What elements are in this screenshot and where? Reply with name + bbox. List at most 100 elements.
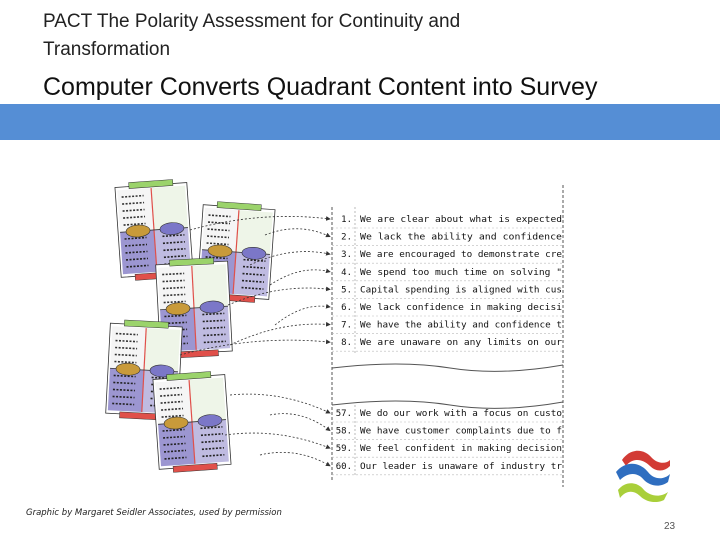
connector-arrows — [179, 216, 331, 467]
connector-arrow — [227, 286, 331, 306]
connector-arrow — [229, 393, 331, 414]
survey-item-number: 5. — [341, 285, 352, 295]
quadrant-upper-left — [110, 326, 147, 371]
survey-item-number: 58. — [336, 427, 352, 437]
connector-arrow — [274, 303, 331, 326]
quadrant-text-line — [242, 265, 266, 269]
quadrant-text-line — [200, 433, 223, 437]
quadrant-text-line — [115, 332, 138, 336]
card-top-label — [169, 257, 214, 267]
survey-row: 8. We are unaware on any limits on our — [332, 338, 563, 352]
survey-item-number: 8. — [341, 338, 352, 348]
survey-item-number: 7. — [341, 321, 352, 331]
quadrant-text-line — [112, 395, 135, 399]
quadrant-text-line — [200, 426, 223, 430]
quadrant-text-line — [112, 388, 135, 392]
survey-item-text: We have the ability and confidence t — [360, 321, 562, 331]
quadrant-lower-left — [107, 368, 144, 412]
connector-arrow — [269, 268, 331, 286]
quadrant-text-line — [203, 333, 226, 337]
quadrant-text-line — [123, 215, 146, 219]
connector-arrow — [179, 339, 331, 356]
pole-oval-right — [159, 222, 185, 236]
quadrant-upper-right — [191, 264, 228, 308]
survey-item-number: 2. — [341, 233, 352, 243]
survey-row: 57.We do our work with a focus on custo — [332, 409, 563, 423]
pole-oval-left — [125, 224, 151, 238]
survey-item-number: 57. — [336, 409, 352, 419]
logo-green-wave — [618, 483, 668, 502]
polarity-map-card — [155, 257, 233, 359]
quadrant-text-line — [122, 201, 145, 205]
survey-item-text: We lack confidence in making decisi — [360, 303, 562, 313]
quadrant-upper-left — [202, 207, 239, 253]
quadrant-text-line — [124, 243, 148, 247]
quadrant-text-line — [163, 442, 186, 446]
quadrant-text-line — [208, 214, 231, 218]
pole-oval-left — [163, 416, 189, 430]
survey-row: 4.We spend too much time on solving " — [332, 268, 563, 282]
quadrant-text-line — [161, 414, 184, 418]
survey-item-number: 60. — [336, 462, 352, 472]
quadrant-text-line — [241, 286, 264, 290]
quadrant-upper-right — [189, 377, 226, 422]
quadrant-text-line — [114, 353, 137, 357]
quadrant-text-line — [161, 407, 184, 411]
quadrant-upper-left — [157, 266, 194, 310]
connector-arrow — [229, 321, 331, 346]
quadrant-upper-right — [235, 210, 273, 255]
survey-item-number: 3. — [341, 250, 352, 260]
connector-arrow — [269, 413, 331, 432]
quadrant-text-line — [113, 381, 136, 385]
company-logo — [616, 450, 670, 502]
header-line-2: Transformation — [43, 39, 171, 60]
quadrant-text-line — [206, 235, 230, 239]
quadrant-text-line — [202, 319, 225, 323]
quadrant-text-line — [160, 400, 183, 404]
page-number: 23 — [664, 521, 676, 532]
quadrant-text-line — [163, 300, 186, 304]
quadrant-text-line — [163, 293, 186, 297]
connector-arrow — [189, 216, 331, 231]
quadrant-text-line — [124, 236, 147, 240]
quadrant-text-line — [115, 339, 138, 343]
quadrant-text-line — [241, 279, 265, 283]
survey-row: 59.We feel confident in making decision — [332, 444, 563, 458]
quadrant-lower-left — [120, 229, 157, 275]
quadrant-text-line — [112, 402, 135, 406]
survey-row: 5.Capital spending is aligned with cus — [332, 285, 563, 299]
connector-arrow — [249, 250, 331, 266]
quadrant-text-line — [164, 314, 187, 318]
polarity-map-card — [114, 179, 194, 281]
quadrant-text-line — [162, 241, 185, 245]
survey-item-text: We feel confident in making decision — [360, 444, 562, 454]
quadrant-text-line — [203, 340, 226, 344]
quadrant-text-line — [123, 222, 146, 226]
quadrant-text-line — [203, 326, 226, 330]
polarity-map-cards — [105, 179, 276, 473]
survey-row: 1.We are clear about what is expected — [332, 215, 563, 229]
quadrant-text-line — [243, 258, 266, 262]
quadrant-text-line — [163, 247, 186, 252]
survey-item-text: We are unaware on any limits on our — [360, 338, 563, 348]
pole-oval-left — [115, 362, 141, 376]
tear-line — [331, 363, 564, 372]
tear-line — [331, 400, 564, 409]
quadrant-text-line — [113, 374, 136, 378]
quadrant-text-line — [122, 208, 145, 212]
quadrant-text-line — [202, 453, 225, 458]
card-bottom-label — [172, 463, 218, 473]
quadrant-text-line — [162, 234, 185, 238]
survey-item-text: We are encouraged to demonstrate cre — [360, 250, 562, 260]
survey-item-text: We spend too much time on solving " — [360, 268, 562, 278]
quadrant-text-line — [202, 312, 225, 316]
survey-item-text: Our leader is unaware of industry tr — [360, 462, 563, 472]
quadrant-text-line — [162, 428, 185, 432]
card-top-label — [216, 201, 262, 211]
image-credit: Graphic by Margaret Seidler Associates, … — [26, 508, 282, 518]
quadrant-text-line — [206, 242, 229, 246]
pole-oval-right — [197, 414, 223, 428]
card-top-label — [128, 179, 174, 189]
quadrant-text-line — [201, 446, 224, 451]
quadrant-text-line — [125, 257, 149, 261]
